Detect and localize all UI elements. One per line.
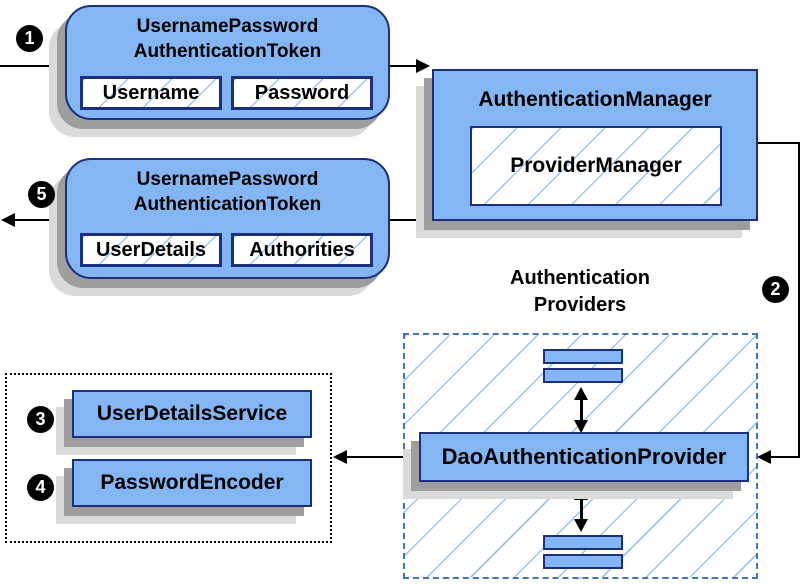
flow-line-request-to-manager	[388, 65, 417, 67]
response-token-fields: UserDetails Authorities	[80, 233, 373, 267]
step-badge-5: 5	[28, 181, 55, 208]
dao-authentication-provider-node: DaoAuthenticationProvider	[419, 432, 749, 482]
response-token-title-line2: AuthenticationToken	[133, 194, 322, 215]
flow-line-right-vertical	[798, 142, 800, 458]
provider-stack-bottom-bar-1	[543, 535, 623, 550]
step-badge-3: 3	[27, 406, 54, 433]
request-token-fields: Username Password	[80, 76, 373, 110]
user-details-field-box: UserDetails	[80, 233, 222, 267]
authentication-providers-label: Authentication Providers	[465, 265, 695, 319]
response-token-node: UsernamePassword AuthenticationToken Use…	[65, 158, 390, 279]
request-token-title-line2: AuthenticationToken	[133, 41, 322, 62]
flow-line-response-out	[15, 219, 66, 221]
provider-stack-top-bar-1	[543, 349, 623, 364]
arrowhead-into-services	[333, 450, 347, 464]
request-token-title-line1: UsernamePassword	[136, 16, 319, 37]
services-group-box	[5, 373, 332, 543]
double-arrow-top-down-head	[574, 420, 588, 433]
step-badge-1: 1	[16, 25, 43, 52]
double-arrow-top-shaft	[580, 397, 583, 425]
flow-line-dao-to-services	[347, 456, 419, 458]
password-field-box: Password	[231, 76, 373, 110]
providers-label-line1: Authentication	[510, 267, 650, 289]
request-token-title: UsernamePassword AuthenticationToken	[67, 14, 388, 64]
request-token-node: UsernamePassword AuthenticationToken Use…	[65, 5, 390, 120]
flow-line-into-dao	[771, 456, 800, 458]
provider-stack-bottom-bar-2	[543, 554, 623, 569]
user-details-service-node: UserDetailsService	[72, 390, 312, 438]
provider-stack-top-bar-2	[543, 368, 623, 383]
username-field-box: Username	[80, 76, 222, 110]
double-arrow-bottom-down-head	[574, 519, 588, 532]
step-badge-2: 2	[762, 276, 789, 303]
double-arrow-top-up-head	[574, 387, 588, 400]
double-arrow-bottom-shaft	[580, 497, 583, 523]
flow-line-manager-right	[757, 142, 800, 144]
step-badge-4: 4	[27, 474, 54, 501]
double-arrow-bottom-up-head	[574, 487, 588, 500]
authorities-field-box: Authorities	[231, 233, 373, 267]
password-encoder-node: PasswordEncoder	[72, 459, 312, 507]
response-token-title: UsernamePassword AuthenticationToken	[67, 167, 388, 217]
arrowhead-into-manager	[416, 59, 430, 73]
authentication-manager-node: AuthenticationManager ProviderManager	[432, 69, 758, 221]
flow-line-manager-to-response	[389, 219, 432, 221]
provider-manager-box: ProviderManager	[470, 126, 722, 206]
arrowhead-response-out	[1, 213, 15, 227]
response-token-title-line1: UsernamePassword	[136, 169, 319, 190]
arrowhead-into-dao	[757, 450, 771, 464]
authentication-manager-title: AuthenticationManager	[478, 88, 712, 111]
flow-line-into-request-token	[0, 65, 66, 67]
providers-label-line2: Providers	[533, 294, 627, 316]
